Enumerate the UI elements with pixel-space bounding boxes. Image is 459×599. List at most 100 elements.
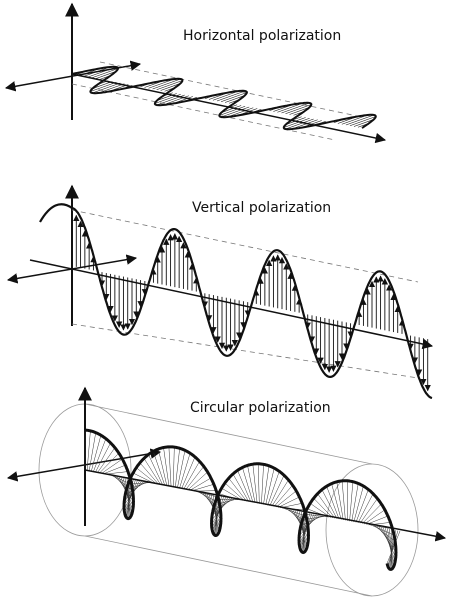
field-vector <box>136 467 157 485</box>
field-vector <box>140 82 152 88</box>
vertical-polarization-panel: Vertical polarization <box>0 176 459 400</box>
envelope-line-front <box>71 83 336 141</box>
field-vector <box>177 450 186 488</box>
field-vector <box>349 481 354 522</box>
field-vector <box>101 458 123 474</box>
field-vector <box>79 68 100 76</box>
field-vector <box>91 435 102 472</box>
field-vector <box>214 499 237 506</box>
wave-curve <box>71 65 377 131</box>
field-vector <box>164 87 176 92</box>
field-vector <box>208 92 229 100</box>
field-vector <box>374 525 396 542</box>
field-vector <box>313 498 333 519</box>
field-vector <box>285 118 314 130</box>
field-vector <box>86 430 91 471</box>
field-vector <box>317 493 336 519</box>
field-vector <box>333 118 345 124</box>
field-vector <box>263 465 270 505</box>
field-vector <box>289 107 310 115</box>
field-vector <box>269 475 285 506</box>
field-vector <box>349 116 376 127</box>
field-vector <box>121 84 133 90</box>
field-vector <box>265 468 275 506</box>
field-vector <box>293 111 305 116</box>
circular-polarization-title: Circular polarization <box>190 400 331 416</box>
field-vector <box>221 106 250 118</box>
field-vector <box>314 120 326 126</box>
field-vector <box>100 75 112 80</box>
field-vector <box>300 515 323 526</box>
field-vector <box>250 108 262 114</box>
field-vector <box>257 463 260 504</box>
field-vector <box>92 81 113 89</box>
field-vector <box>232 473 250 502</box>
field-vector <box>345 114 374 126</box>
field-vector <box>186 96 197 102</box>
field-vector <box>162 95 189 106</box>
field-vector <box>273 485 293 507</box>
field-vector <box>122 477 133 514</box>
field-vector <box>357 493 374 523</box>
field-vector <box>283 117 310 128</box>
field-vector <box>362 503 382 524</box>
field-vector <box>183 461 200 490</box>
helix-curve <box>84 428 398 571</box>
field-vector <box>291 119 318 130</box>
circular-polarization-diagram <box>6 386 447 597</box>
field-vector <box>156 94 185 106</box>
field-vector <box>228 478 247 502</box>
field-vector <box>172 447 175 488</box>
field-vector <box>331 483 342 520</box>
field-vector <box>355 489 369 523</box>
field-vector <box>143 458 161 485</box>
envelope-line-top <box>71 209 419 283</box>
field-vector <box>299 515 321 531</box>
field-vector <box>97 80 109 85</box>
field-vector <box>163 447 170 487</box>
field-vector <box>96 71 117 79</box>
field-vector <box>389 528 393 569</box>
field-vector <box>252 464 258 504</box>
field-vector <box>370 525 393 530</box>
field-vector <box>158 448 168 486</box>
field-vector <box>103 464 126 474</box>
field-vector <box>221 105 242 113</box>
horizontal-polarization-diagram <box>4 2 387 144</box>
wave-tail <box>39 203 73 223</box>
wave-curve <box>71 206 433 400</box>
field-vector <box>390 529 392 570</box>
field-vector <box>357 123 369 128</box>
field-vector <box>353 119 374 127</box>
field-vector <box>139 462 159 485</box>
field-vector <box>105 471 128 475</box>
field-vector <box>301 120 322 128</box>
field-vector <box>212 90 239 101</box>
field-vector <box>298 511 307 550</box>
field-vector <box>261 464 264 505</box>
field-vector <box>75 70 87 76</box>
field-vector <box>88 66 117 78</box>
field-vector <box>336 481 344 521</box>
field-vector <box>98 83 125 94</box>
field-vector <box>185 466 204 490</box>
field-vector <box>278 496 300 508</box>
field-vector <box>168 446 172 487</box>
field-vector <box>90 81 117 92</box>
field-vector <box>228 99 240 104</box>
field-vector <box>108 84 129 92</box>
field-vector <box>212 494 219 534</box>
field-vector <box>192 483 214 491</box>
field-vector <box>187 471 208 491</box>
field-vector <box>95 442 111 473</box>
field-vector <box>83 66 111 77</box>
field-vector <box>144 80 165 88</box>
field-vector <box>204 94 216 100</box>
field-vector <box>224 95 245 103</box>
field-vector <box>152 78 181 90</box>
horizontal-wave <box>71 65 377 131</box>
field-vector <box>148 78 175 89</box>
envelope-line-back <box>99 61 363 118</box>
field-vector <box>156 80 183 91</box>
field-vector <box>273 104 294 112</box>
